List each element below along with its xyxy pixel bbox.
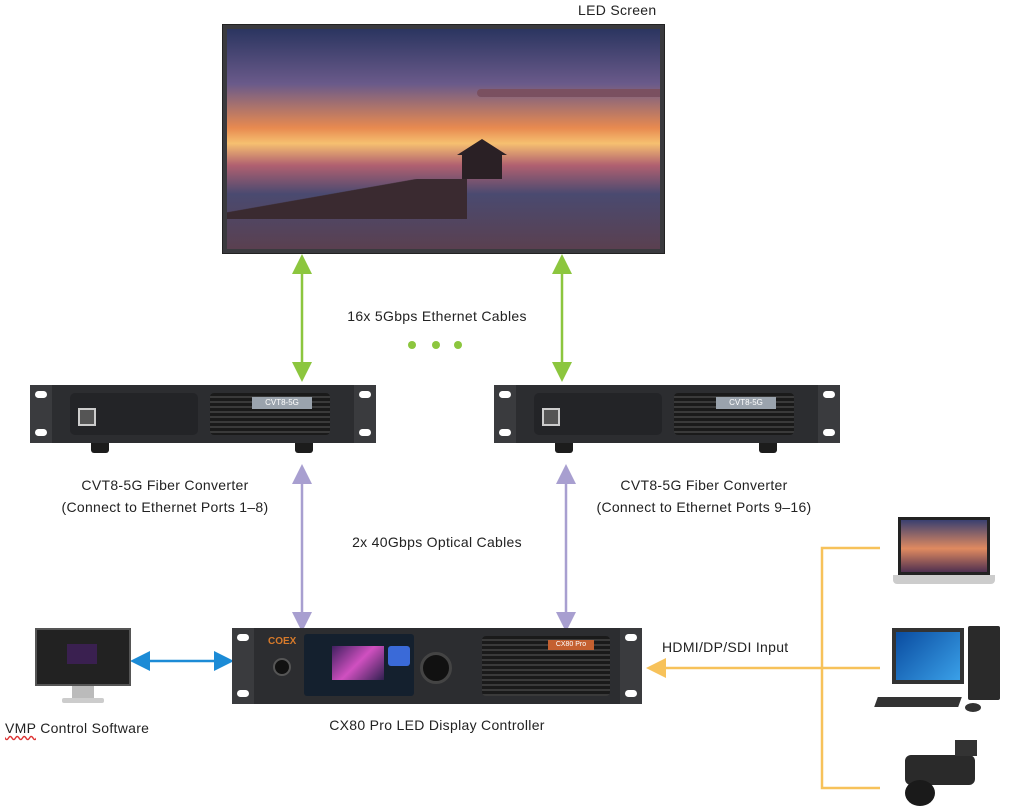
- controller-name: CX80 Pro LED Display Controller: [329, 717, 545, 733]
- control-knob[interactable]: [420, 652, 452, 684]
- input-bus: [820, 546, 880, 790]
- converter-1-name: CVT8-5G Fiber Converter: [81, 477, 249, 493]
- brand-logo: COEX: [268, 636, 297, 647]
- sunset-image: [227, 29, 660, 249]
- model-badge: CVT8-5G: [252, 397, 312, 409]
- converter-1-ports: (Connect to Ethernet Ports 1–8): [61, 499, 269, 515]
- model-badge: CX80 Pro: [548, 640, 594, 650]
- converter-2-ports: (Connect to Ethernet Ports 9–16): [596, 499, 812, 515]
- usb-port: [542, 408, 560, 426]
- laptop-icon: [898, 517, 990, 575]
- dot: [432, 341, 440, 349]
- dot: [408, 341, 416, 349]
- touch-screen[interactable]: [304, 634, 414, 696]
- usb-port: [78, 408, 96, 426]
- fiber-converter-1: CVT8-5G: [30, 385, 376, 453]
- dot: [454, 341, 462, 349]
- power-button[interactable]: [273, 658, 291, 676]
- software-label: VMP Control Software: [5, 720, 150, 736]
- led-screen-label: LED Screen: [578, 2, 657, 18]
- monitor-icon: [35, 628, 131, 686]
- led-screen: [222, 24, 665, 254]
- desktop-pc-icon: [892, 628, 964, 684]
- ethernet-label: 16x 5Gbps Ethernet Cables: [347, 308, 527, 324]
- fiber-converter-2: CVT8-5G: [494, 385, 840, 453]
- converter-2-name: CVT8-5G Fiber Converter: [620, 477, 788, 493]
- input-label: HDMI/DP/SDI Input: [662, 639, 789, 655]
- led-display-controller: COEX CX80 Pro: [232, 628, 642, 704]
- optical-label: 2x 40Gbps Optical Cables: [352, 534, 522, 550]
- model-badge: CVT8-5G: [716, 397, 776, 409]
